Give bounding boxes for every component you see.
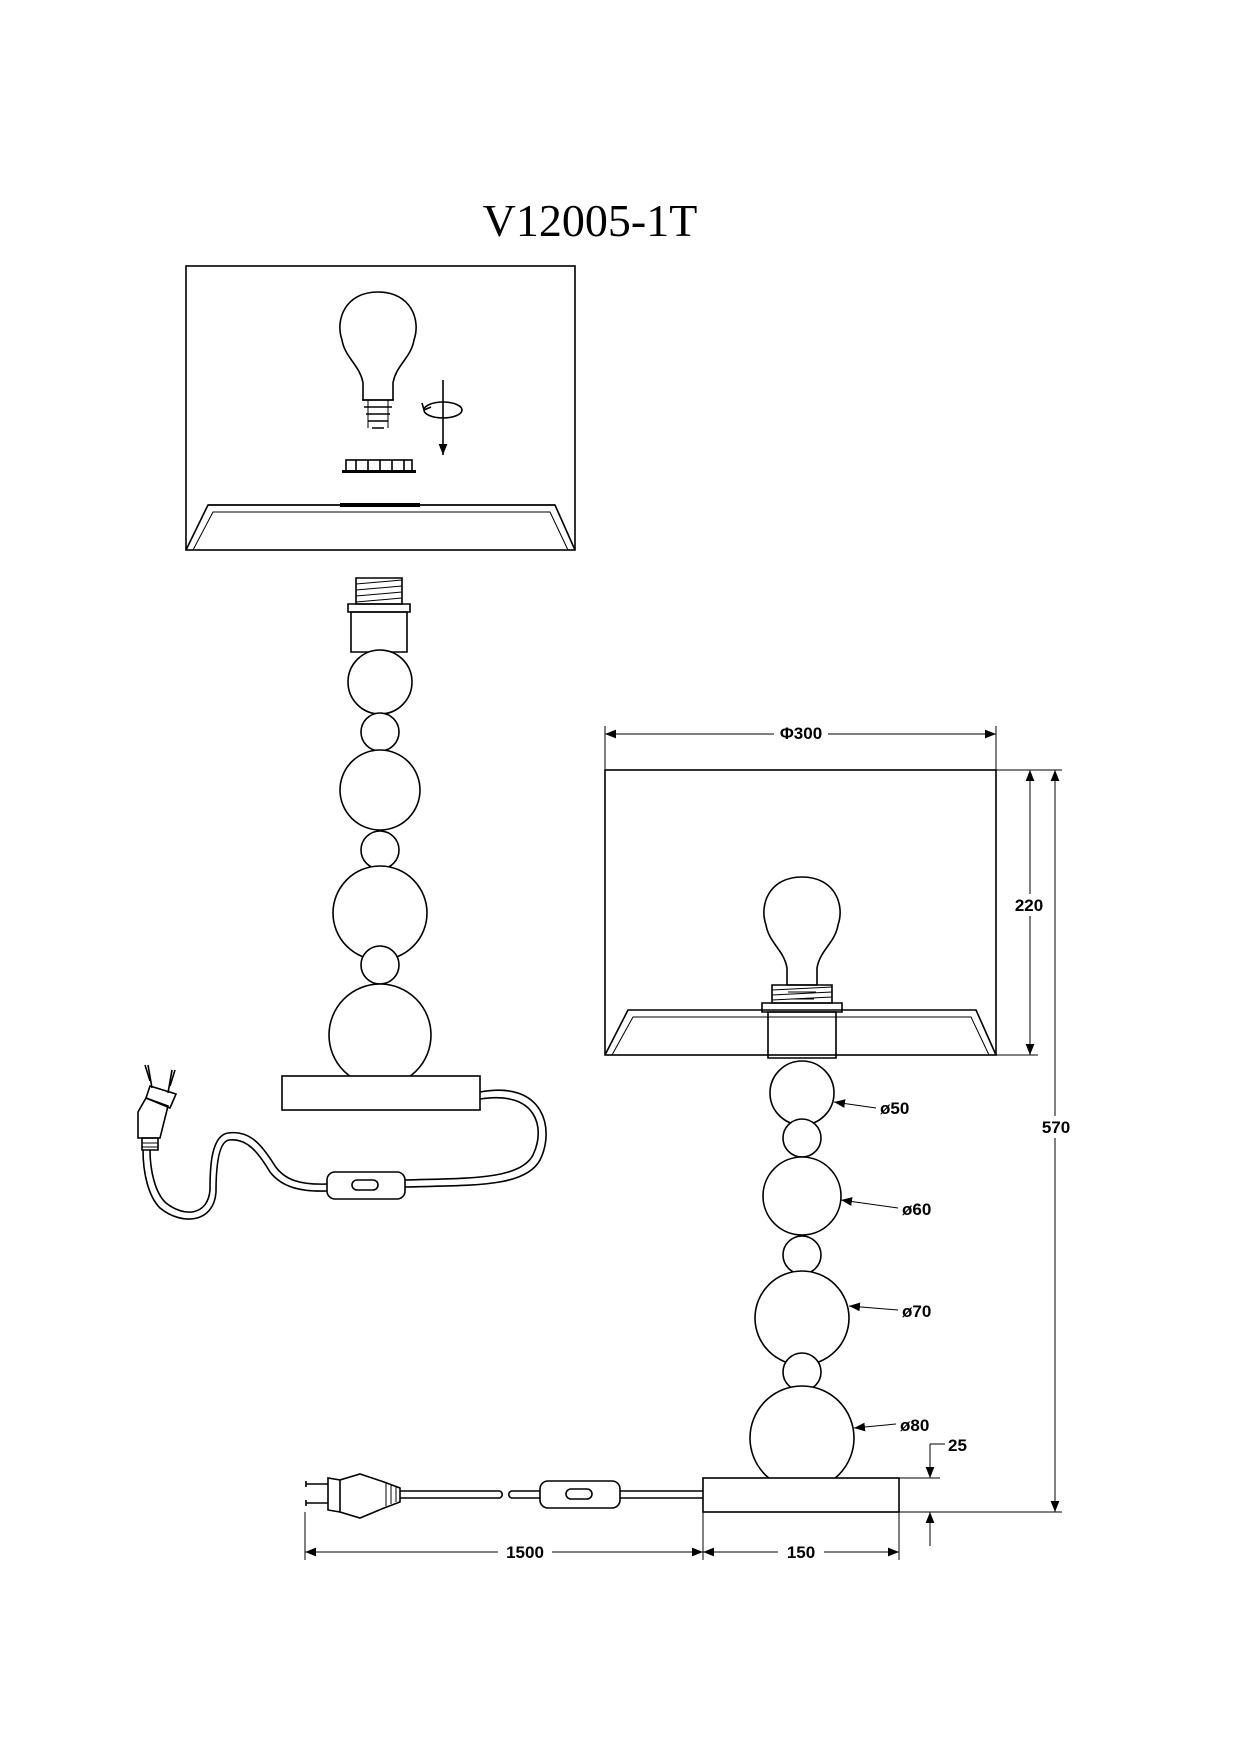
bulb-icon — [763, 876, 841, 1000]
cable — [400, 1480, 703, 1509]
screw-in-arrow-icon — [421, 380, 463, 455]
bead-80 — [749, 1385, 855, 1491]
assembly-view — [137, 265, 576, 1220]
dim-base-width: 150 — [787, 1543, 815, 1562]
lamp-body — [702, 984, 900, 1513]
bead-label-60: ø60 — [902, 1200, 931, 1219]
bead-label-70: ø70 — [902, 1302, 931, 1321]
assembly-socket-ring — [342, 459, 416, 473]
bead-label-80: ø80 — [900, 1416, 929, 1435]
dim-shade-diameter: Φ300 — [780, 724, 822, 743]
assembly-plug-icon — [137, 1064, 178, 1151]
drawing-title: V12005-1T — [483, 195, 698, 246]
bead-label-50: ø50 — [880, 1099, 909, 1118]
assembly-bulb-icon — [339, 291, 417, 429]
dimension-view: Φ300 220 570 25 1500 150 ø50 ø60 ø70 ø80 — [304, 722, 1078, 1563]
dim-shade-height: 220 — [1015, 896, 1043, 915]
assembly-cable — [142, 1089, 547, 1220]
bead-60 — [762, 1156, 842, 1236]
dim-cable-length: 1500 — [506, 1543, 544, 1562]
assembly-lamp-body — [281, 577, 481, 1111]
plug-icon — [305, 1473, 401, 1519]
dim-total-height: 570 — [1042, 1118, 1070, 1137]
base — [702, 1477, 900, 1513]
bead-50 — [769, 1060, 835, 1126]
shade — [604, 769, 997, 1056]
assembly-shade — [185, 265, 576, 551]
bead-70 — [754, 1270, 850, 1366]
dim-base-height: 25 — [948, 1436, 967, 1455]
